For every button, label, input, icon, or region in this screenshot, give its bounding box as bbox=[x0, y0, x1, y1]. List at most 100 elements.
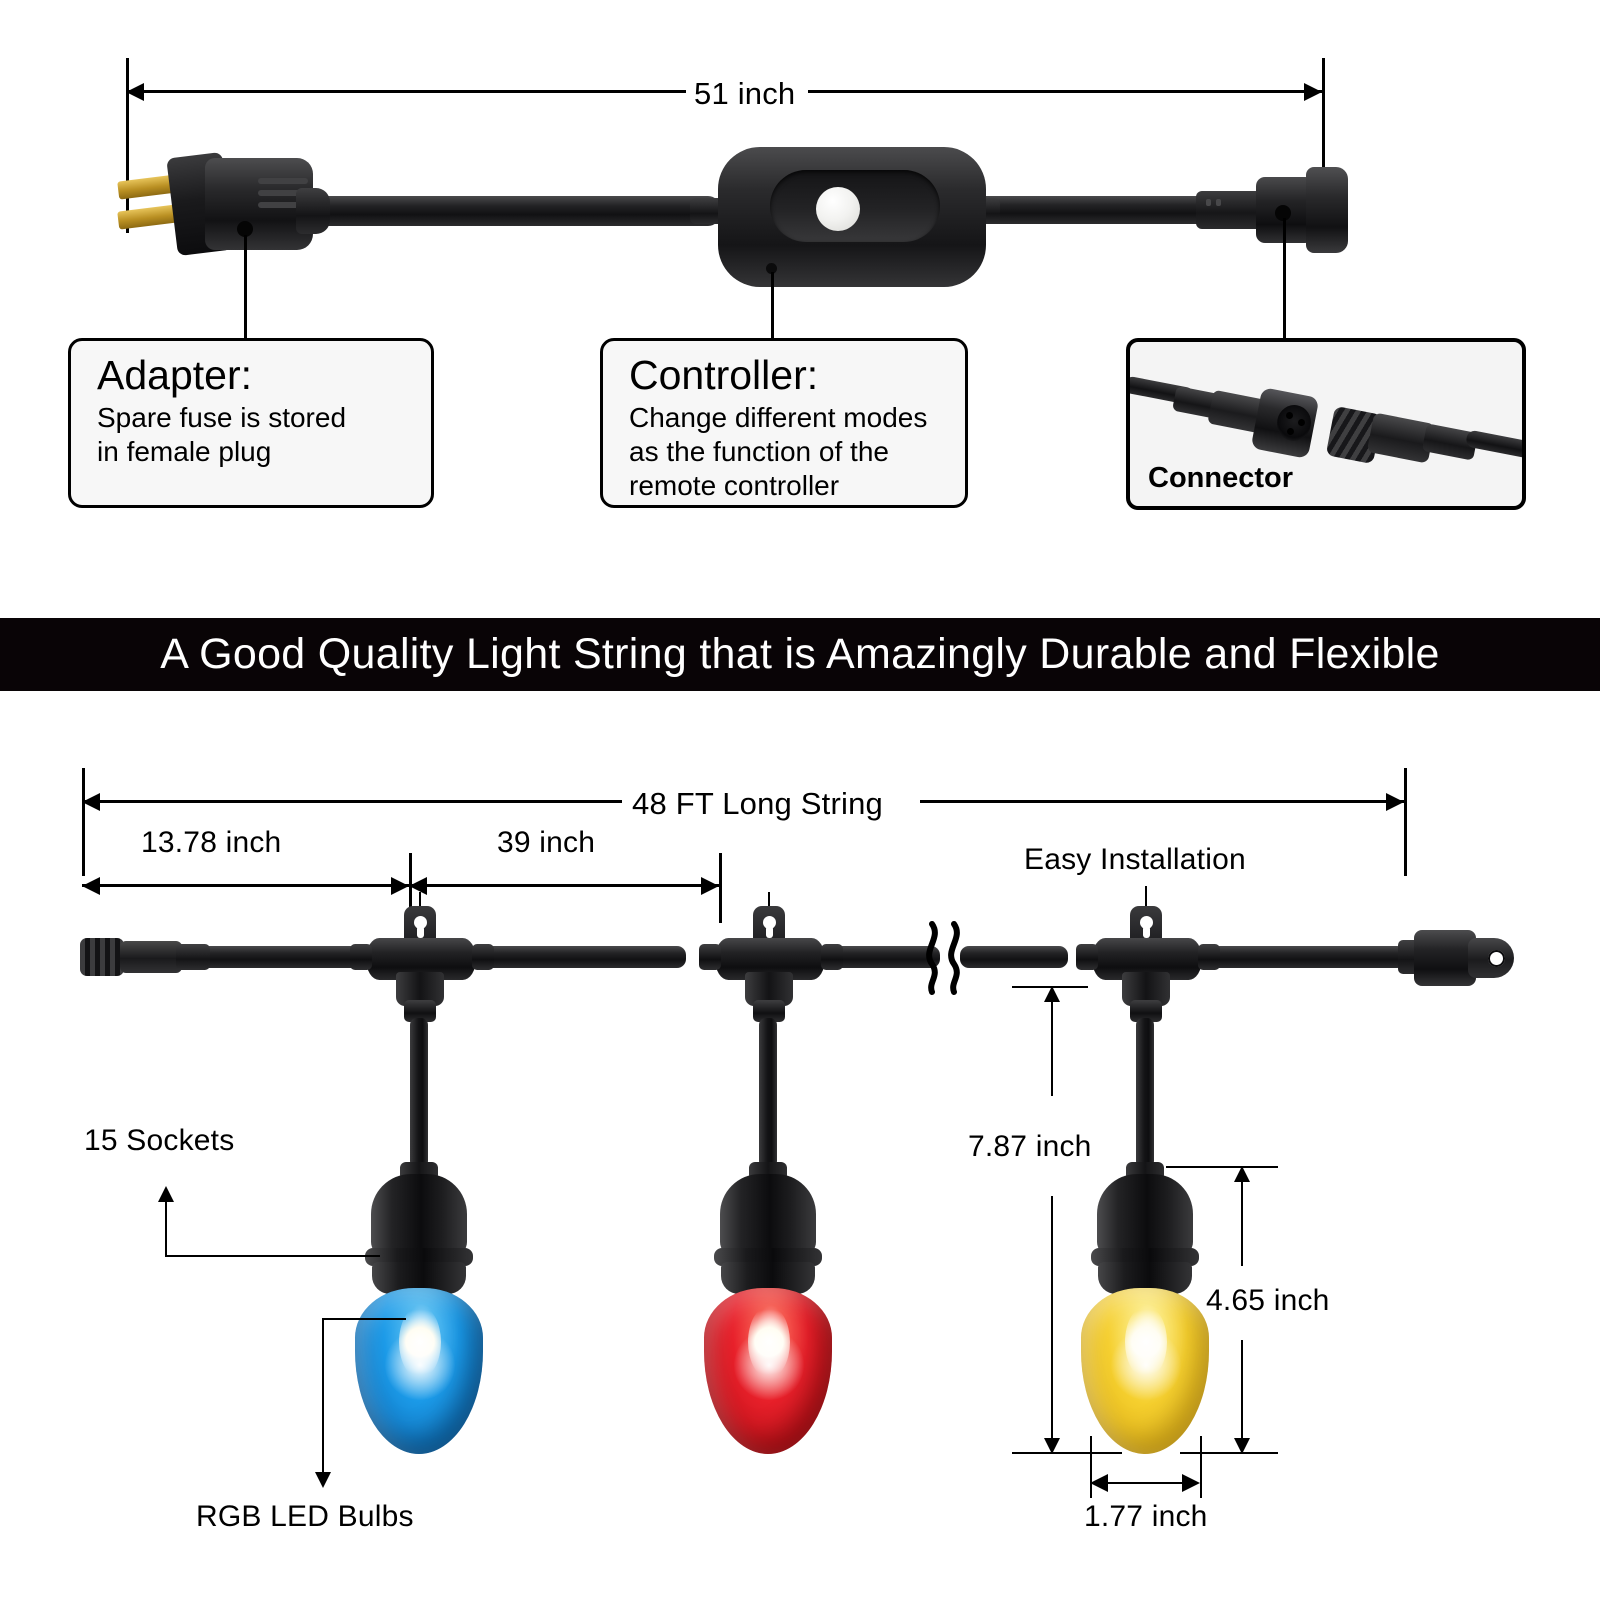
socket-count-arrow bbox=[158, 1186, 174, 1202]
controller-indicator-dot bbox=[766, 263, 777, 274]
bulb-leader-h bbox=[322, 1318, 406, 1320]
female-plug-collar bbox=[1196, 191, 1262, 229]
callout-adapter: Adapter: Spare fuse is stored in female … bbox=[68, 338, 434, 508]
controller-power-button[interactable] bbox=[816, 187, 860, 231]
break-symbol-svg bbox=[926, 921, 960, 995]
socket-strain-right-1 bbox=[472, 944, 494, 970]
holder-ring-3 bbox=[1091, 1248, 1199, 1266]
dim-787-arrow-up bbox=[1044, 986, 1060, 1002]
string-cable-seg-4 bbox=[960, 946, 1068, 968]
dim-177-line bbox=[1098, 1482, 1192, 1484]
bulb-arrow bbox=[315, 1472, 331, 1488]
socket-strain-left-3 bbox=[1076, 944, 1098, 970]
dim-465-tick-top bbox=[1166, 1166, 1278, 1168]
callout-adapter-line2: in female plug bbox=[97, 436, 272, 468]
string-male-threads bbox=[80, 938, 124, 976]
socket-strain-left-1 bbox=[350, 944, 372, 970]
hook-slot-2 bbox=[766, 926, 773, 938]
connector-leader-line bbox=[1283, 218, 1286, 340]
feature-banner-text: A Good Quality Light String that is Amaz… bbox=[160, 630, 1440, 678]
string-female-eyelet-hole bbox=[1488, 950, 1505, 967]
spare-fuse-hole bbox=[237, 221, 253, 237]
dim-line-51-right bbox=[808, 90, 1322, 93]
callout-adapter-line1: Spare fuse is stored bbox=[97, 401, 347, 433]
callout-controller-line2: as the function of the bbox=[629, 436, 889, 468]
connector-pin-hole-2 bbox=[1298, 419, 1305, 426]
seg-line-1378 bbox=[82, 884, 409, 887]
holder-ring-2 bbox=[714, 1248, 822, 1266]
plug-rib-1 bbox=[258, 178, 308, 184]
dim-177-ext-left bbox=[1090, 1436, 1092, 1498]
drop-strain-2 bbox=[753, 1000, 785, 1022]
seg-arrow-39-left bbox=[409, 877, 427, 895]
dim-extension-right bbox=[1322, 58, 1325, 233]
dim-arrow-left bbox=[126, 83, 144, 101]
spacing-label: 39 inch bbox=[497, 826, 596, 859]
bulb-leader-v bbox=[322, 1318, 324, 1474]
callout-controller-line1: Change different modes bbox=[629, 401, 928, 433]
string-dim-arrow-left bbox=[82, 793, 100, 811]
string-dim-ext-left bbox=[82, 768, 85, 876]
lead-length-label: 13.78 inch bbox=[141, 826, 282, 859]
string-cable-seg-2 bbox=[474, 946, 686, 968]
female-plug-fuse-hole bbox=[1275, 205, 1291, 221]
female-plug-vent-2 bbox=[1216, 199, 1221, 206]
connector-pin-hole-1 bbox=[1286, 412, 1293, 419]
callout-adapter-title: Adapter: bbox=[97, 352, 252, 398]
easy-installation-label: Easy Installation bbox=[1024, 843, 1246, 876]
hook-hole-3 bbox=[1140, 916, 1153, 929]
dim-177-arrow-right bbox=[1182, 1474, 1200, 1492]
controller-leader-line bbox=[771, 272, 774, 340]
plug-strain-relief bbox=[296, 188, 330, 234]
socket-strain-left-2 bbox=[699, 944, 721, 970]
drop-strain-3 bbox=[1130, 1000, 1162, 1022]
plug-rib-2 bbox=[258, 190, 308, 196]
dim-465-lower bbox=[1241, 1340, 1243, 1454]
socket-strain-right-3 bbox=[1198, 944, 1220, 970]
string-dim-arrow-right bbox=[1386, 793, 1404, 811]
string-dim-ext-right bbox=[1404, 768, 1407, 876]
adapter-leader-line bbox=[244, 235, 247, 341]
blue-bulb bbox=[355, 1288, 483, 1454]
drop-cable-3 bbox=[1136, 1018, 1154, 1168]
hook-hole-1 bbox=[414, 916, 427, 929]
callout-connector bbox=[1126, 338, 1526, 510]
feature-banner: A Good Quality Light String that is Amaz… bbox=[0, 618, 1600, 691]
string-cable-seg-5 bbox=[1208, 946, 1406, 968]
dim-line-51-left bbox=[126, 90, 686, 93]
red-bulb-glare bbox=[734, 1330, 804, 1400]
dim-787-lower bbox=[1051, 1196, 1053, 1454]
holder-dome-1 bbox=[371, 1174, 467, 1256]
socket-count-leader-h bbox=[165, 1255, 380, 1257]
dim-465-tick-bottom bbox=[1180, 1452, 1278, 1454]
connector-box-label: Connector bbox=[1148, 462, 1293, 494]
holder-dome-2 bbox=[720, 1174, 816, 1256]
dim-177-arrow-left bbox=[1090, 1474, 1108, 1492]
string-dim-line-right bbox=[920, 800, 1404, 803]
female-plug-head bbox=[1306, 167, 1348, 253]
holder-ring-1 bbox=[365, 1248, 473, 1266]
holder-dome-3 bbox=[1097, 1174, 1193, 1256]
dim-787-upper bbox=[1051, 986, 1053, 1096]
dim-arrow-right bbox=[1304, 83, 1322, 101]
dim-787-arrow-down bbox=[1044, 1438, 1060, 1454]
callout-controller-line3: remote controller bbox=[629, 470, 840, 502]
blue-bulb-glare bbox=[385, 1330, 455, 1400]
dim-465-arrow-up bbox=[1234, 1166, 1250, 1182]
plug-rib-3 bbox=[258, 202, 308, 208]
total-length-label: 48 FT Long String bbox=[632, 786, 883, 821]
female-plug-vent-1 bbox=[1206, 199, 1211, 206]
connector-pin-hole-3 bbox=[1287, 428, 1294, 435]
bulb-width-label: 1.77 inch bbox=[1084, 1500, 1208, 1533]
hook-leader-2 bbox=[768, 892, 770, 910]
dim-465-upper bbox=[1241, 1166, 1243, 1266]
dim-787-tick-bottom bbox=[1012, 1452, 1122, 1454]
callout-controller: Controller: Change different modes as th… bbox=[600, 338, 968, 508]
socket-count-leader-v bbox=[165, 1200, 167, 1256]
drop-strain-1 bbox=[404, 1000, 436, 1022]
seg-line-39 bbox=[409, 884, 719, 887]
connector-male-cable bbox=[1465, 429, 1522, 460]
hook-hole-2 bbox=[763, 916, 776, 929]
easy-installation-leader bbox=[1145, 886, 1147, 910]
